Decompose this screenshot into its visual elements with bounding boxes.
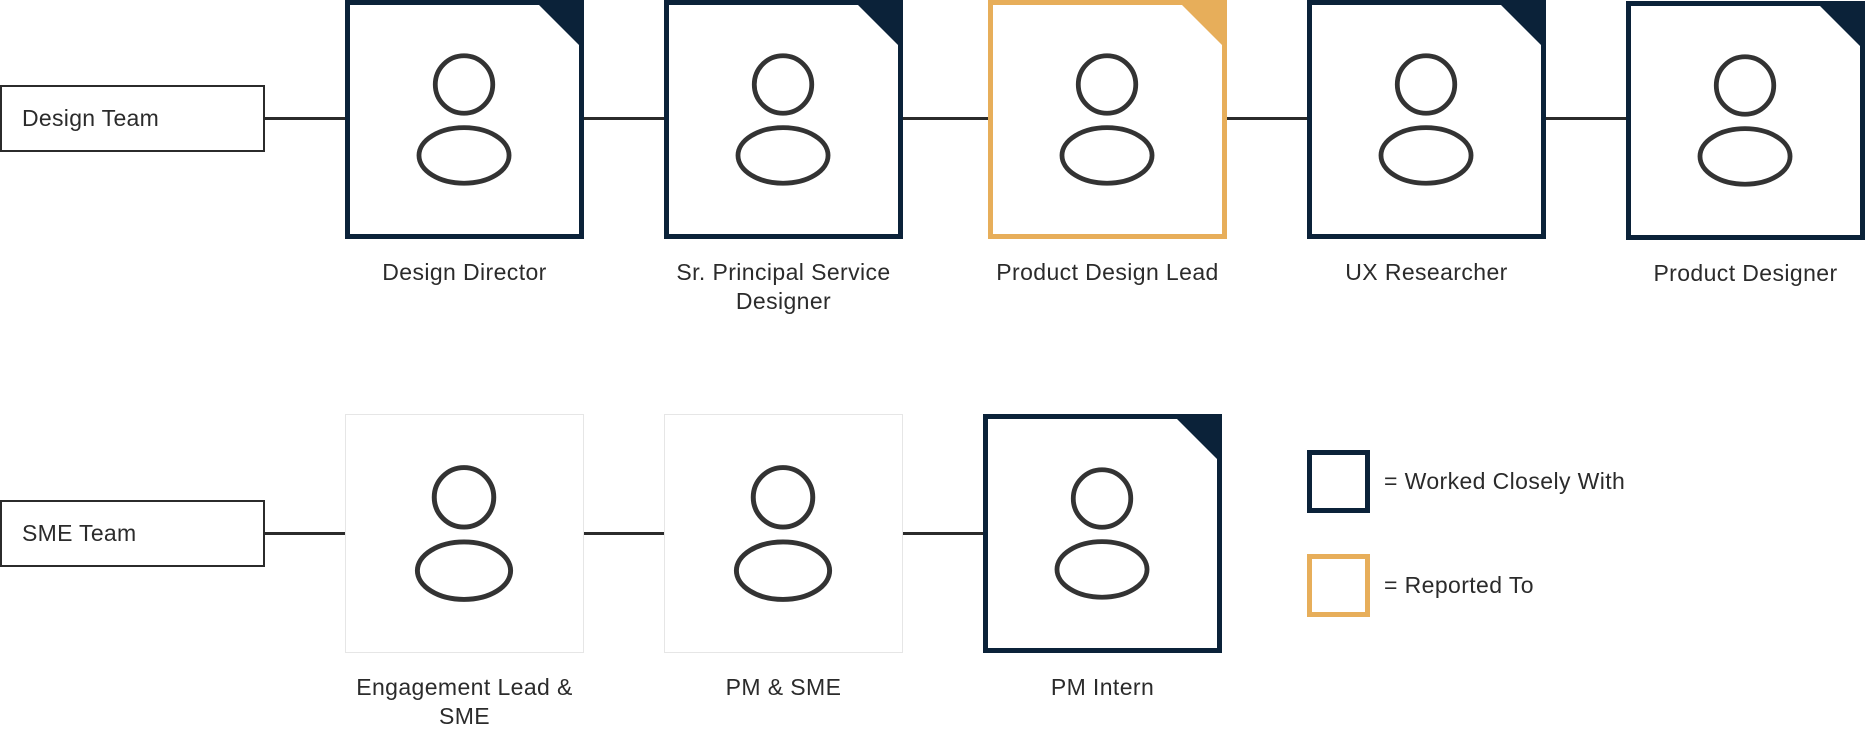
person-icon — [1054, 467, 1150, 600]
team-label-design: Design Team — [0, 85, 265, 152]
member-title: Product Designer — [1653, 260, 1838, 286]
person-icon — [735, 53, 831, 186]
person-icon — [416, 53, 512, 186]
corner-marker-icon — [538, 5, 579, 46]
member-title: UX Researcher — [1345, 259, 1508, 285]
corner-marker-icon — [857, 5, 898, 46]
member-card-pm-intern — [983, 414, 1222, 653]
member-title: Design Director — [382, 259, 547, 285]
member-title: Sr. Principal Service Designer — [676, 259, 891, 314]
member-card-product-designer — [1626, 1, 1865, 240]
legend-label-worked-closely: = Worked Closely With — [1384, 468, 1626, 494]
member-card-pm-sme — [664, 414, 903, 653]
person-icon — [1378, 53, 1474, 186]
member-card-engagement-lead-sme — [345, 414, 584, 653]
person-icon — [1697, 54, 1793, 187]
member-card-ux-researcher — [1307, 0, 1546, 239]
member-title: Product Design Lead — [996, 259, 1219, 285]
corner-marker-icon — [1819, 6, 1860, 47]
corner-marker-icon — [1500, 5, 1541, 46]
corner-marker-icon — [1181, 5, 1222, 46]
member-title: PM & SME — [725, 674, 842, 700]
member-title: Engagement Lead & SME — [356, 674, 573, 729]
member-card-design-director — [345, 0, 584, 239]
person-icon — [1059, 53, 1155, 186]
member-card-sr-principal-service-designer — [664, 0, 903, 239]
corner-marker-icon — [1176, 419, 1217, 460]
member-title: PM Intern — [1050, 674, 1155, 700]
person-icon — [733, 465, 833, 602]
team-label-sme: SME Team — [0, 500, 265, 567]
legend-swatch-reported-to — [1307, 554, 1370, 617]
legend-label-reported-to: = Reported To — [1384, 572, 1534, 598]
connector-line — [264, 532, 984, 535]
connector-line — [264, 117, 1628, 120]
member-card-product-design-lead — [988, 0, 1227, 239]
legend-swatch-worked-closely — [1307, 450, 1370, 513]
person-icon — [414, 465, 514, 602]
